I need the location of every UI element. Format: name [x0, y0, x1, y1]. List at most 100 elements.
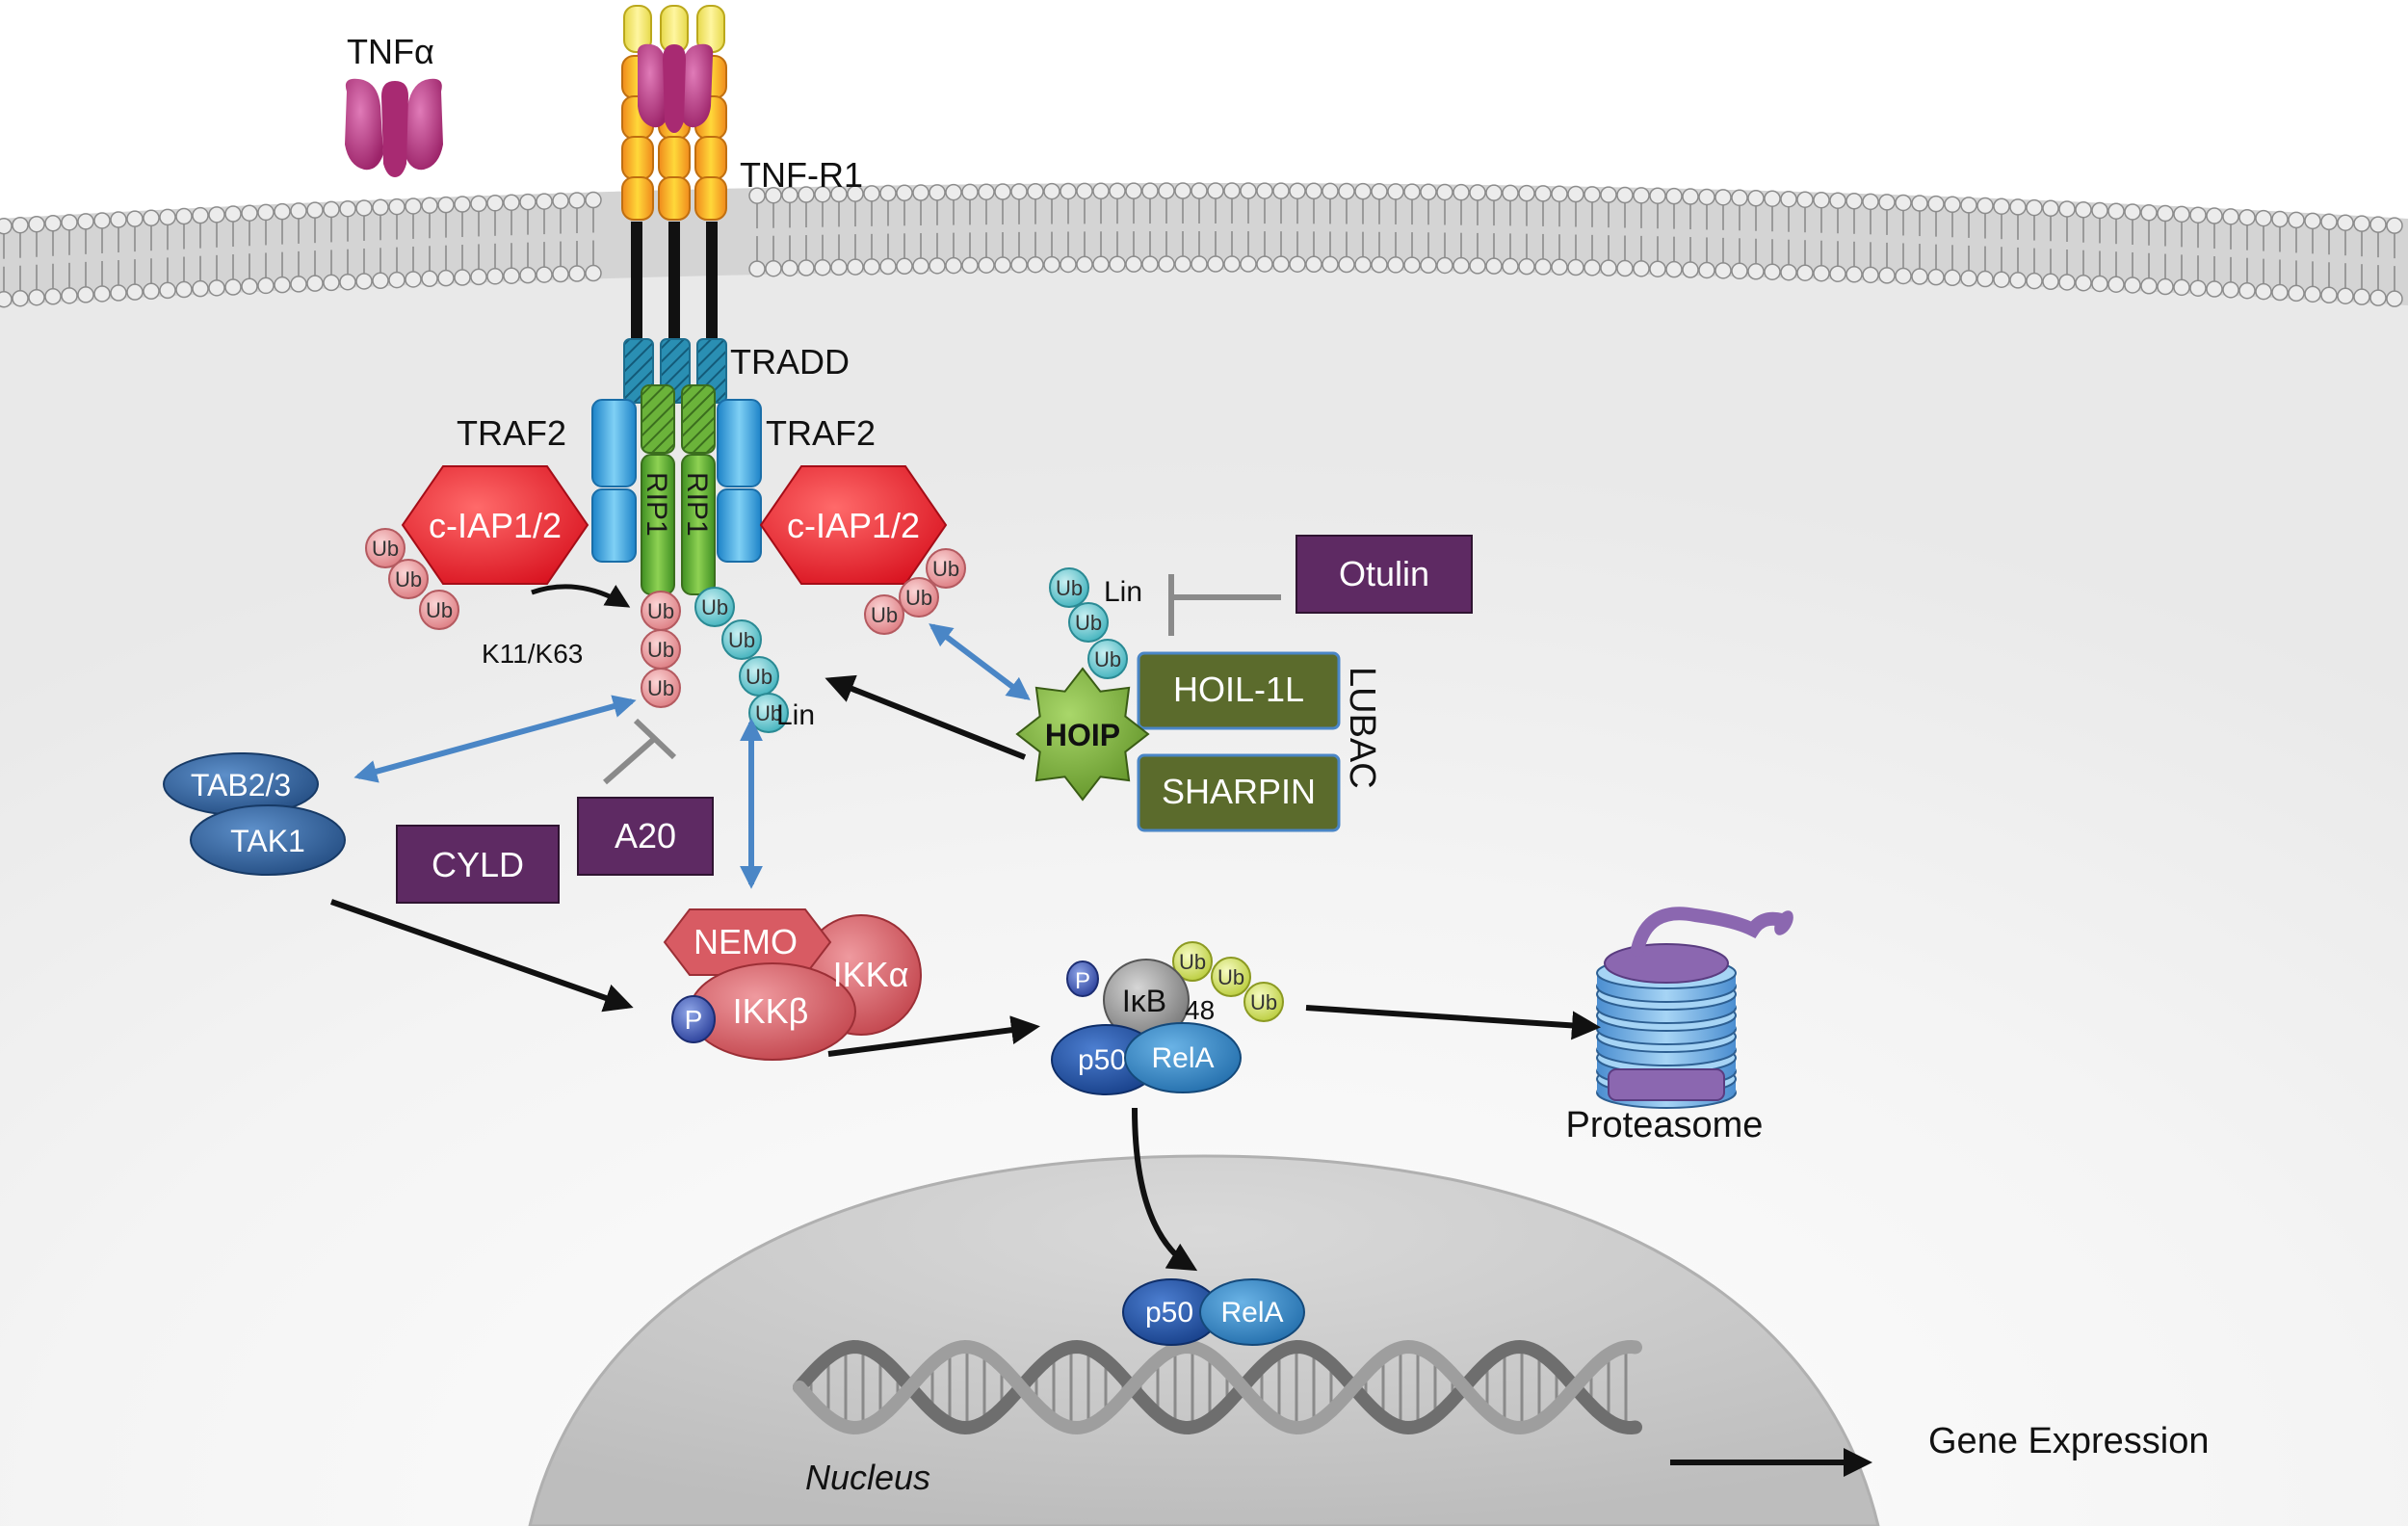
traf2-left-label: TRAF2: [457, 413, 566, 453]
p50-nucleus-label: p50: [1145, 1297, 1193, 1329]
ikb-phospho-label: P: [1075, 968, 1090, 994]
ubiquitin-label: Ub: [647, 638, 674, 662]
sharpin-label: SHARPIN: [1162, 772, 1316, 811]
otulin: [1296, 535, 1473, 614]
ubiquitin-icon: [365, 528, 406, 568]
rela-nucleus: [1199, 1278, 1305, 1346]
ubiquitin-icon: [1087, 639, 1128, 679]
ubiquitin-label: Ub: [1179, 950, 1206, 974]
ubiquitin-label: Ub: [905, 586, 932, 610]
rip1-left-label: RIP1: [641, 472, 672, 537]
sharpin: [1137, 753, 1341, 832]
ikk-beta-label: IKKβ: [733, 991, 809, 1031]
lin-lubac-label: Lin: [1104, 576, 1142, 608]
traf2-left: [591, 399, 637, 563]
rip1-left: [641, 384, 675, 595]
ubiquitin-icon: [694, 587, 735, 627]
ciap-left-label: c-IAP1/2: [429, 506, 562, 545]
ubiquitin-label: Ub: [426, 598, 453, 622]
ikk-phospho-label: P: [685, 1005, 703, 1035]
rela-nucleus-label: RelA: [1220, 1297, 1283, 1329]
otulin-label: Otulin: [1339, 554, 1429, 593]
proteasome-icon: [1596, 907, 1793, 1109]
cyld: [396, 825, 560, 904]
a20-label: A20: [615, 816, 676, 855]
gene-expression-label: Gene Expression: [1928, 1421, 2210, 1461]
ubiquitin-label: Ub: [1056, 576, 1083, 600]
ubiquitin-icon: [1172, 941, 1213, 982]
hoil-1l-label: HOIL-1L: [1173, 670, 1304, 709]
ubiquitin-icon: [419, 590, 459, 630]
p50-cytoplasm-label: p50: [1078, 1044, 1126, 1076]
ikb-label: IκB: [1122, 984, 1166, 1018]
nucleus-label: Nucleus: [805, 1458, 930, 1497]
cyld-label: CYLD: [432, 845, 524, 884]
ikk-alpha-label: IKKα: [833, 955, 909, 994]
ubiquitin-label: Ub: [1250, 990, 1277, 1014]
ubiquitin-label: Ub: [1075, 611, 1102, 635]
ubiquitin-label: Ub: [372, 537, 399, 561]
traf2-right-label: TRAF2: [766, 413, 876, 453]
ikb-phospho: [1066, 960, 1099, 997]
a20: [577, 797, 714, 876]
hoip-label: HOIP: [1045, 718, 1120, 752]
tnf-alpha-trimer: [345, 78, 443, 177]
ubiquitin-label: Ub: [1217, 965, 1244, 989]
k48-label: 48: [1185, 995, 1215, 1025]
hoil-1l: [1137, 651, 1341, 730]
tak1: [190, 804, 346, 876]
rip1-right-label: RIP1: [681, 472, 713, 537]
arrows: [330, 623, 1872, 1477]
k11-k63-label: K11/K63: [482, 639, 583, 669]
ubiquitin-label: Ub: [871, 603, 898, 627]
ubiquitin-icon: [864, 594, 904, 635]
ubiquitin-icon: [641, 668, 681, 708]
rela-cytoplasm-label: RelA: [1151, 1042, 1214, 1074]
ubiquitin-label: Ub: [932, 557, 959, 581]
rela-cytoplasm: [1124, 1022, 1242, 1093]
ciap-hoip-interaction-arrow: [929, 623, 1031, 700]
ubiquitin-label: Ub: [647, 676, 674, 700]
lubac-label: LUBAC: [1342, 667, 1382, 789]
traf2-right: [717, 399, 762, 563]
lin-chain-label: Lin: [776, 699, 815, 731]
ciap-right: [759, 465, 948, 585]
ubiquitin-label: Ub: [395, 567, 422, 592]
nemo-label: NEMO: [694, 922, 798, 961]
ubiquitin-icon: [1049, 567, 1089, 608]
hoip-to-rip1-arrow: [824, 674, 1027, 760]
tak1-to-ikk-arrow: [330, 899, 634, 1013]
rip1-right: [681, 384, 716, 595]
tab2-3-label: TAB2/3: [191, 768, 291, 802]
ubiquitin-icon: [926, 548, 966, 589]
hoip: [1015, 667, 1150, 802]
nemo: [663, 908, 832, 976]
otulin-inhibition: [1168, 574, 1281, 636]
ubiquitin-icon: [899, 577, 939, 618]
tab-ub-interaction-arrow: [353, 695, 637, 783]
nfkb-translocation-arrow: [1132, 1107, 1198, 1272]
ubiquitin-icon: [388, 559, 429, 599]
dna-helix-icon: [793, 1339, 1642, 1435]
ciap-ubiquitination-arrow: [531, 584, 631, 608]
ubiquitin-label: Ub: [746, 665, 772, 689]
ikk-to-ikb-arrow: [827, 1015, 1040, 1057]
ubiquitin-icon: [1243, 982, 1284, 1022]
tradd-label: TRADD: [730, 342, 850, 382]
nucleus: [528, 1154, 1880, 1526]
ubiquitin-label: Ub: [701, 595, 728, 619]
tnf-r1-label: TNF-R1: [740, 155, 863, 195]
tnf-alpha-label: TNFα: [347, 32, 434, 71]
ubiquitin-label: Ub: [1094, 647, 1121, 671]
proteasome-label: Proteasome: [1566, 1105, 1764, 1145]
plasma-membrane: [0, 182, 2408, 308]
ubiquitin-label: Ub: [728, 628, 755, 652]
ubiquitin-icon: [1211, 957, 1251, 997]
bound-tnf-alpha: [637, 43, 714, 133]
ubiquitin-icon: [1068, 602, 1109, 643]
ciap-right-label: c-IAP1/2: [787, 506, 920, 545]
ubiquitin-label: Ub: [647, 599, 674, 623]
